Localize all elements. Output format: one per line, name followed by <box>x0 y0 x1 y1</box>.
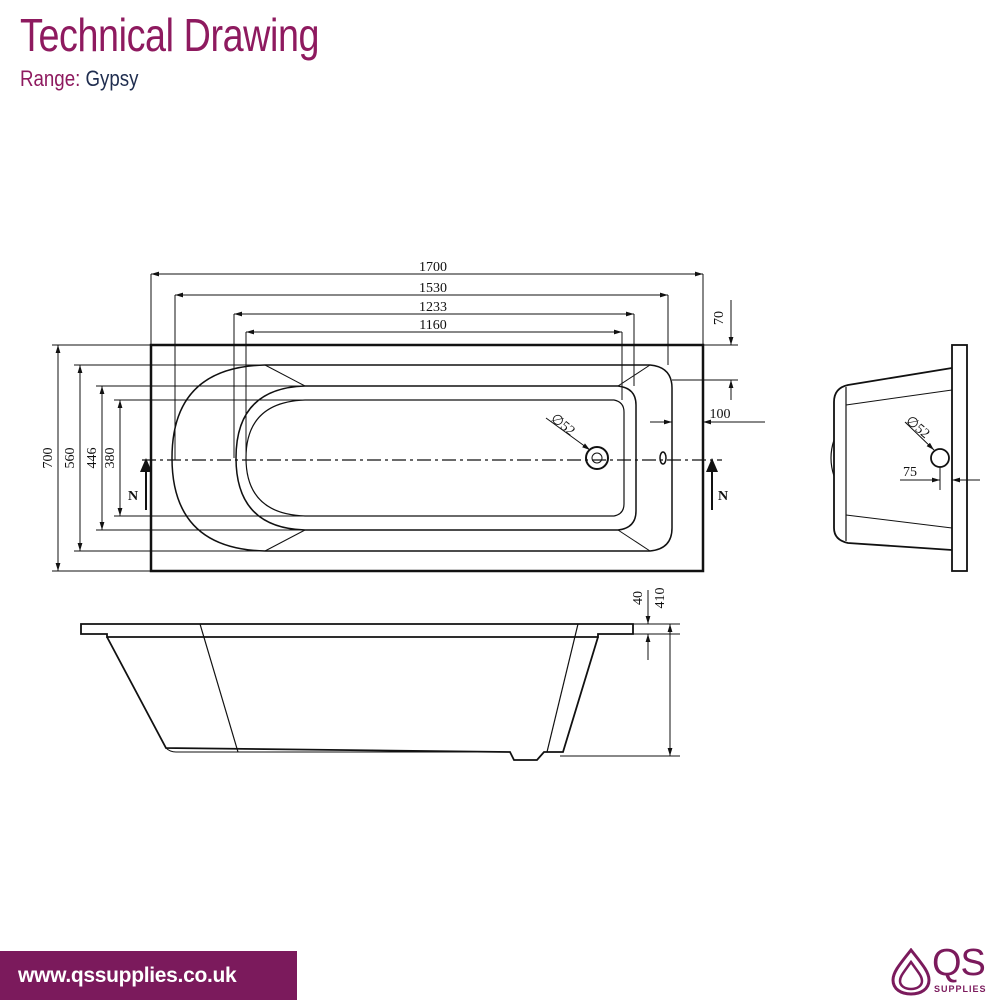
length-dimensions <box>150 271 704 460</box>
logo-subtext: SUPPLIES <box>934 984 987 994</box>
end-waste-outlet <box>930 448 950 468</box>
bath-basin-floor <box>245 399 625 517</box>
footer-bar: www.qssupplies.co.uk <box>0 951 297 1000</box>
dim-waste-diameter: ∅52 <box>548 411 578 439</box>
end-view <box>830 344 980 572</box>
section-marker-right: N <box>718 489 728 504</box>
range-label: Range: <box>20 66 81 91</box>
dim-width-2: 446 <box>85 448 100 469</box>
end-body <box>833 367 953 551</box>
depth-dimensions <box>560 590 680 757</box>
side-view <box>80 623 634 761</box>
dim-overall-depth: 410 <box>653 588 668 609</box>
dim-length-overall: 1700 <box>419 260 447 275</box>
dim-width-1: 560 <box>63 448 78 469</box>
dim-length-3: 1160 <box>419 318 446 333</box>
dim-rim-offset: 70 <box>712 311 727 325</box>
side-body <box>106 636 599 761</box>
logo-text: QS <box>932 942 986 984</box>
section-markers: N N <box>128 458 728 510</box>
droplet-icon <box>891 948 931 996</box>
bath-rim-inner <box>171 364 673 552</box>
dim-waste-offset: 100 <box>710 407 731 422</box>
width-dimensions <box>52 344 305 572</box>
website-link[interactable]: www.qssupplies.co.uk <box>18 964 237 987</box>
section-marker-left: N <box>128 489 138 504</box>
end-flange <box>951 344 968 572</box>
dim-end-waste-offset: 75 <box>903 465 917 480</box>
dim-length-1: 1530 <box>419 281 447 296</box>
dim-width-overall: 700 <box>41 448 56 469</box>
qs-logo: QS SUPPLIES <box>888 944 996 1000</box>
range-value: Gypsy <box>85 66 139 91</box>
bath-basin-top <box>235 385 637 531</box>
dim-rim-depth: 40 <box>631 591 646 605</box>
overflow <box>659 451 667 465</box>
page-title: Technical Drawing <box>20 9 320 61</box>
range-line: Range: Gypsy <box>20 66 330 92</box>
waste-outlet <box>585 446 609 470</box>
bath-outline <box>149 343 705 573</box>
header: Technical Drawing Range: Gypsy <box>20 12 385 92</box>
offset-dimensions <box>650 300 765 430</box>
dim-width-3: 380 <box>103 448 118 469</box>
dim-length-2: 1233 <box>419 300 447 315</box>
dim-end-waste-diameter: ∅52 <box>902 414 932 442</box>
side-rim <box>80 623 634 638</box>
plan-view <box>142 343 722 573</box>
